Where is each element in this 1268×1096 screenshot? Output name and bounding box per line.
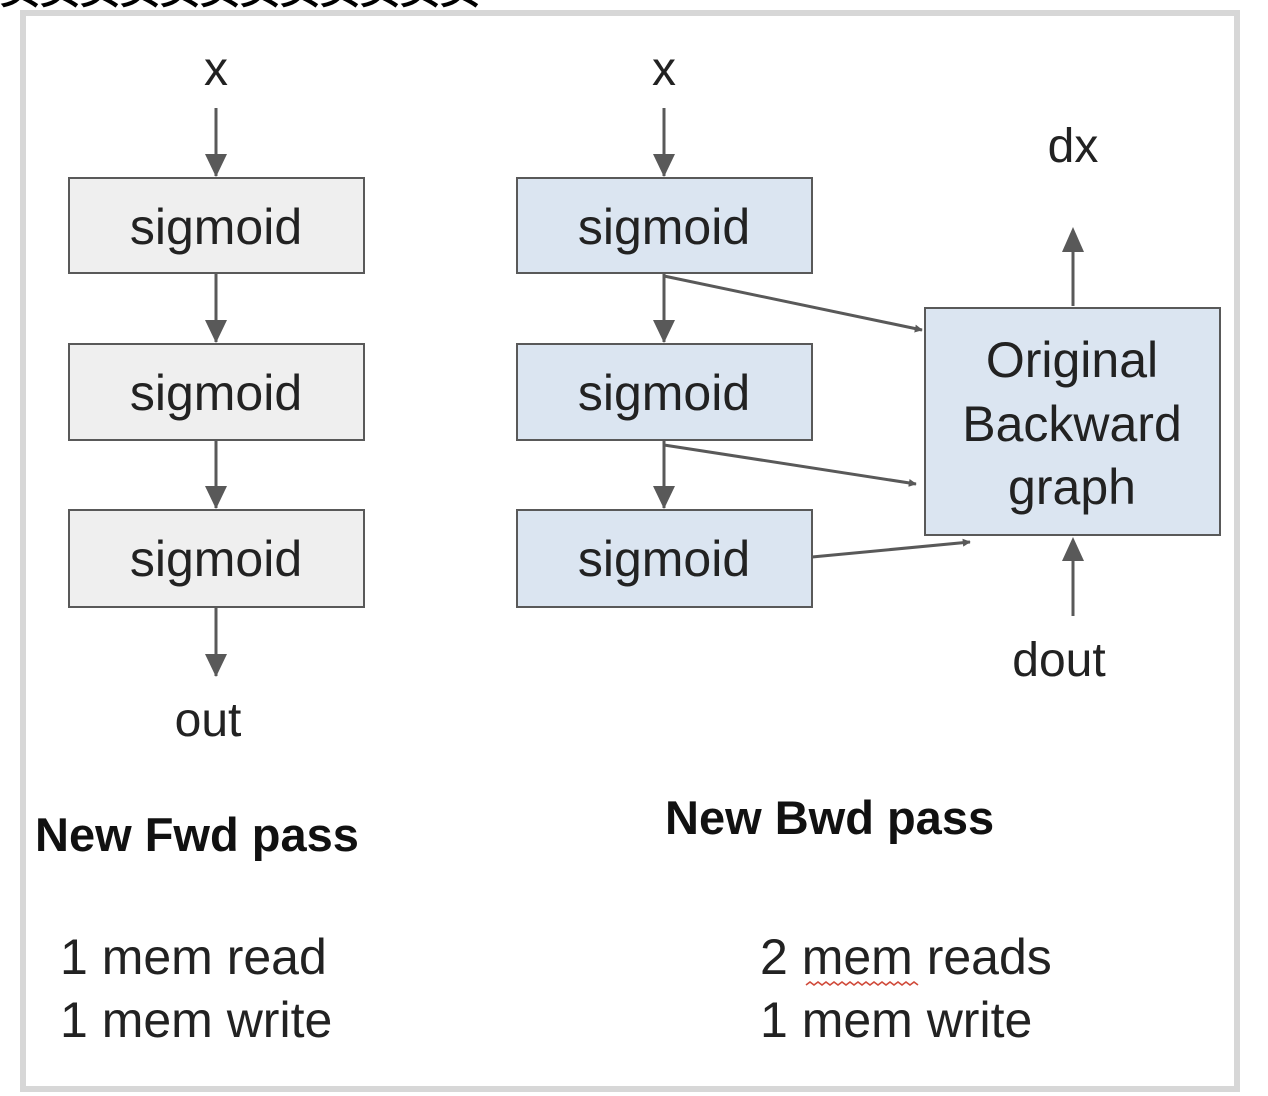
backward-sigmoid-node-3-label: sigmoid	[578, 531, 750, 587]
backward-sigmoid-node-1	[516, 177, 813, 274]
forward-sigmoid-node-2-label: sigmoid	[130, 365, 302, 421]
original-backward-graph-label-line-2: Backward	[962, 396, 1182, 452]
backward-edge-sigmoid-2-to-graph	[663, 443, 917, 487]
backward-sigmoid-node-1-label: sigmoid	[578, 199, 750, 255]
backward-arrowhead-2	[653, 320, 675, 343]
backward-arrowhead-dout	[1062, 537, 1084, 561]
backward-caption: New Bwd pass 2 mem reads 1 mem write	[665, 791, 1052, 1048]
backward-sigmoid-node-2	[516, 343, 813, 441]
backward-edge-sigmoid-1-to-graph	[663, 274, 923, 333]
forward-arrowhead-4	[205, 654, 227, 677]
cropped-header-strip: 页页页页页页页页页页页页	[0, 0, 1268, 10]
forward-sigmoid-node-3	[68, 509, 365, 608]
backward-edge-sigmoid-3-to-graph	[811, 538, 971, 559]
forward-sigmoid-node-1-label: sigmoid	[130, 199, 302, 255]
backward-pass-diagram: x sigmoid sigmoid sigmoid Original Backw…	[516, 43, 1221, 687]
forward-stat-reads: 1 mem read	[60, 929, 327, 985]
forward-sigmoid-node-3-label: sigmoid	[130, 531, 302, 587]
forward-caption: New Fwd pass 1 mem read 1 mem write	[35, 808, 359, 1048]
cropped-header-text: 页页页页页页页页页页页页	[0, 0, 480, 10]
forward-sigmoid-node-2	[68, 343, 365, 441]
original-backward-graph-label-line-3: graph	[1008, 459, 1136, 515]
backward-arrowhead-1	[653, 154, 675, 177]
forward-pass-title: New Fwd pass	[35, 808, 359, 861]
forward-arrowhead-2	[205, 320, 227, 343]
original-backward-graph-label-line-1: Original	[986, 332, 1158, 388]
forward-pass-diagram: x sigmoid sigmoid sigmoid out	[68, 43, 365, 747]
forward-sigmoid-node-1	[68, 177, 365, 274]
backward-arrowhead-3	[653, 486, 675, 509]
original-backward-graph-node	[924, 307, 1221, 536]
backward-input-label: x	[652, 43, 676, 96]
forward-output-label: out	[175, 694, 242, 747]
forward-arrowhead-1	[205, 154, 227, 177]
forward-input-label: x	[204, 43, 228, 96]
backward-sigmoid-node-2-label: sigmoid	[578, 365, 750, 421]
backward-gradient-output-label: dx	[1048, 120, 1099, 173]
backward-arrowhead-dx	[1062, 227, 1084, 252]
forward-arrowhead-3	[205, 486, 227, 509]
backward-stat-writes: 1 mem write	[760, 992, 1032, 1048]
spellcheck-underline	[805, 981, 919, 986]
forward-stat-writes: 1 mem write	[60, 992, 332, 1048]
backward-stat-reads: 2 mem reads	[760, 929, 1052, 985]
backward-gradient-input-label: dout	[1012, 634, 1105, 687]
backward-pass-title: New Bwd pass	[665, 791, 994, 844]
backward-sigmoid-node-3	[516, 509, 813, 608]
